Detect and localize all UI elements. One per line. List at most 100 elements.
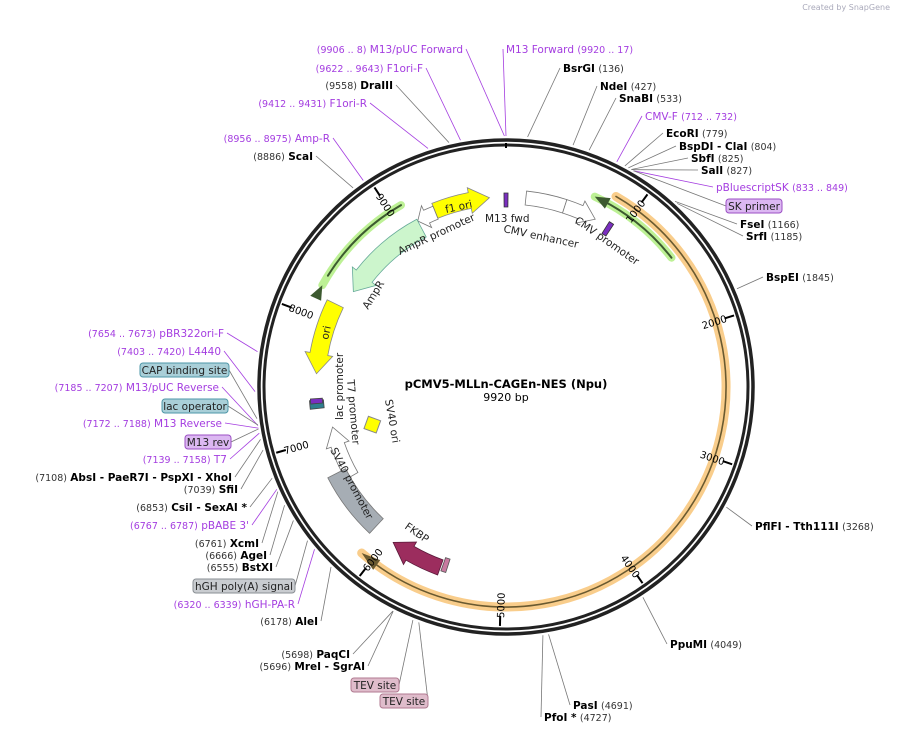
restriction-site[interactable]: PfoI * (4727) — [544, 712, 611, 724]
restriction-site[interactable]: SrfI (1185) — [746, 231, 802, 243]
feature-label-box[interactable] — [139, 362, 230, 378]
restriction-site[interactable]: PasI (4691) — [573, 700, 633, 712]
site-name: PaqCI — [316, 649, 350, 661]
feature-name: lac promoter — [334, 352, 346, 420]
site-position: (6178) — [260, 617, 292, 628]
restriction-site[interactable]: (5696) MreI - SgrAI — [259, 661, 365, 673]
primer-label[interactable]: (7172 .. 7188) M13 Reverse — [83, 418, 222, 430]
snapgene-watermark: Created by SnapGene — [802, 3, 890, 12]
ampr-feature[interactable] — [351, 218, 427, 293]
feature-label-box[interactable] — [379, 693, 429, 709]
restriction-site[interactable]: (6853) CsiI - SexAI * — [136, 502, 247, 514]
primer-range: (8956 .. 8975) — [224, 134, 292, 145]
tick-label: 8000 — [287, 303, 315, 322]
tick-mark — [281, 303, 292, 309]
restriction-site[interactable]: FseI (1166) — [740, 219, 799, 231]
leader-line — [240, 449, 264, 490]
feature-label-box[interactable] — [184, 434, 232, 450]
site-position: (6666) — [205, 551, 237, 562]
restriction-site[interactable]: BsrGI (136) — [563, 63, 624, 75]
primer-label[interactable]: (8956 .. 8975) Amp-R — [224, 133, 330, 145]
primer-range: (7139 .. 7158) — [143, 455, 211, 466]
site-name: FseI — [740, 219, 764, 231]
restriction-site[interactable]: (5698) PaqCI — [281, 649, 350, 661]
site-name: BspEI — [766, 272, 799, 284]
leader-line — [540, 635, 544, 718]
feature-label-box[interactable] — [725, 198, 783, 214]
site-name: PpuMI — [670, 639, 707, 651]
leader-line — [294, 540, 308, 587]
tick-mark — [724, 314, 735, 320]
restriction-site[interactable]: (6666) AgeI — [205, 550, 267, 562]
restriction-site[interactable]: SbfI (825) — [691, 153, 743, 165]
leader-line — [624, 132, 664, 167]
m13-fwd-feature[interactable] — [503, 192, 509, 208]
primer-label[interactable]: (7403 .. 7420) L4440 — [117, 346, 221, 358]
leader-line — [736, 276, 764, 290]
primer-label[interactable]: (6320 .. 6339) hGH-PA-R — [174, 599, 295, 611]
restriction-site[interactable]: (9558) DraIII — [325, 80, 393, 92]
primer-label[interactable]: (7654 .. 7673) pBR322ori-F — [88, 328, 224, 340]
restriction-site[interactable]: PflFI - Tth111I (3268) — [755, 521, 874, 533]
restriction-site[interactable]: (6761) XcmI — [195, 538, 259, 550]
site-position: (779) — [702, 129, 728, 140]
green-arrowhead — [310, 285, 323, 301]
site-name: MreI - SgrAI — [294, 661, 365, 673]
primer-name: pBABE 3' — [201, 520, 249, 532]
restriction-site[interactable]: SalI (827) — [701, 165, 752, 177]
restriction-site[interactable]: BspDI - ClaI (804) — [679, 141, 776, 153]
restriction-site[interactable]: SnaBI (533) — [619, 93, 682, 105]
site-position: (4049) — [710, 640, 742, 651]
leader-line — [367, 611, 394, 667]
f1-ori-feature[interactable] — [431, 187, 491, 219]
primer-name: Amp-R — [295, 133, 330, 145]
sv40-promoter-feature[interactable] — [325, 426, 359, 481]
tev-feature[interactable] — [440, 557, 451, 573]
fkbp-feature[interactable] — [392, 541, 444, 576]
primer-label[interactable]: (7185 .. 7207) M13/pUC Reverse — [55, 382, 219, 394]
site-name: SalI — [701, 165, 723, 177]
site-position: (7039) — [184, 485, 216, 496]
sv40-ori-feature[interactable] — [363, 415, 382, 434]
restriction-site[interactable]: EcoRI (779) — [666, 128, 728, 140]
restriction-site[interactable]: (6555) BstXI — [207, 562, 273, 574]
ampr-promoter-feature[interactable] — [417, 204, 439, 229]
feature-label-box[interactable] — [192, 578, 296, 594]
backbone-outer — [257, 138, 755, 636]
leader-line — [315, 155, 354, 189]
primer-label[interactable]: (9412 .. 9431) F1ori-R — [258, 98, 367, 110]
primer-label[interactable]: (9622 .. 9643) F1ori-F — [316, 63, 423, 75]
site-name: PasI — [573, 700, 598, 712]
restriction-site[interactable]: (6178) AleI — [260, 616, 318, 628]
feature-name: SV40 ori — [382, 398, 401, 444]
restriction-site[interactable]: (7039) SfiI — [184, 484, 238, 496]
ori-feature[interactable] — [304, 299, 344, 375]
t7-feature[interactable] — [309, 397, 324, 405]
site-name: PflFI - Tth111I — [755, 521, 839, 533]
cmv-promoter-feature[interactable] — [562, 199, 596, 224]
tick-mark — [373, 186, 381, 197]
feature-label-box[interactable] — [161, 398, 229, 414]
restriction-site[interactable]: NdeI (427) — [600, 81, 656, 93]
restriction-site[interactable]: BspEI (1845) — [766, 272, 834, 284]
leader-line — [616, 115, 643, 162]
primer-label[interactable]: (6767 .. 6787) pBABE 3' — [130, 520, 249, 532]
leader-line — [465, 48, 505, 137]
feature-label: CAP binding site — [142, 365, 228, 377]
site-position: (5696) — [259, 662, 291, 673]
leader-line — [395, 84, 450, 143]
site-position: (804) — [751, 142, 777, 153]
cmv-enhancer-feature[interactable] — [524, 190, 568, 214]
restriction-site[interactable]: (8886) ScaI — [253, 151, 313, 163]
feature-label-box[interactable] — [350, 677, 400, 693]
primer-site-feature[interactable] — [601, 221, 615, 237]
primer-label[interactable]: M13 Forward (9920 .. 17) — [506, 44, 633, 56]
restriction-site[interactable]: (7108) AbsI - PaeR7I - PspXI - XhoI — [35, 472, 232, 484]
primer-label[interactable]: pBluescriptSK (833 .. 849) — [716, 182, 848, 194]
hgh-polya-feature[interactable] — [327, 468, 384, 534]
primer-label[interactable]: CMV-F (712 .. 732) — [645, 111, 737, 123]
feature-name: T7 promoter — [344, 378, 362, 446]
primer-label[interactable]: (7139 .. 7158) T7 — [143, 454, 227, 466]
restriction-site[interactable]: PpuMI (4049) — [670, 639, 742, 651]
primer-label[interactable]: (9906 .. 8) M13/pUC Forward — [317, 44, 463, 56]
